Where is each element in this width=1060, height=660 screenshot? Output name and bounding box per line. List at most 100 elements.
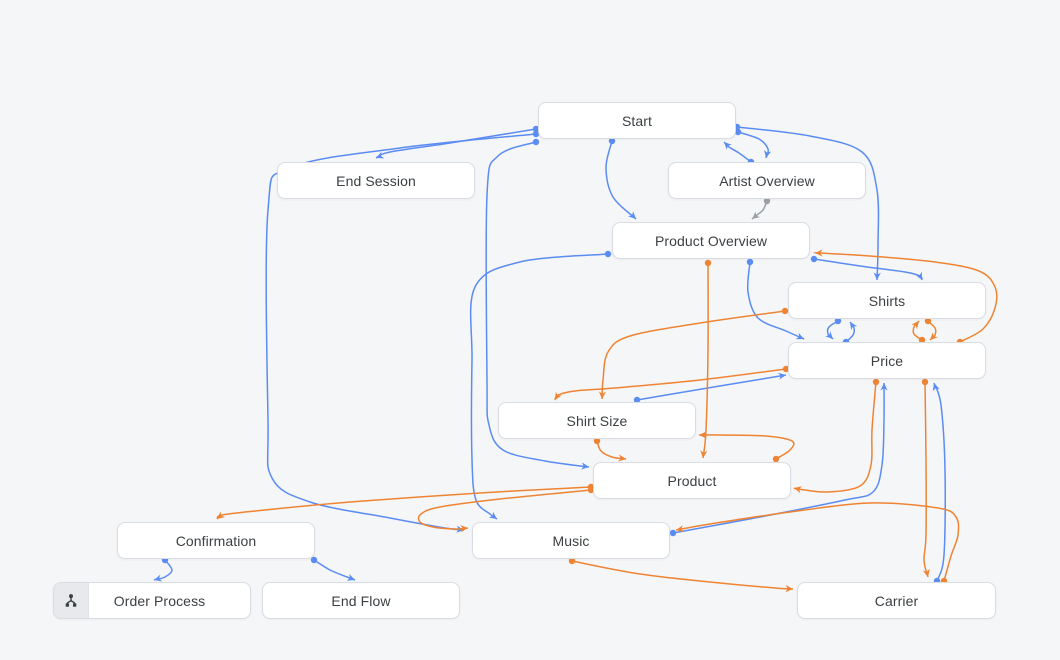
node-artist-overview[interactable]: Artist Overview	[668, 162, 866, 199]
edge-price-shirt-size	[554, 365, 790, 401]
edge-arrowhead	[700, 450, 708, 458]
edge-arrowhead	[794, 486, 803, 494]
edge-source-dot	[872, 378, 880, 386]
edge-source-dot	[763, 197, 771, 205]
edge-arrowhead	[815, 249, 823, 257]
node-label: Music	[552, 532, 590, 549]
edge-arrowhead	[699, 431, 707, 439]
edge-start-product-overview	[605, 137, 637, 220]
edge-price-product	[793, 378, 880, 494]
node-label: Shirts	[868, 292, 906, 309]
edge-arrowhead	[555, 391, 562, 400]
edge-source-dot	[568, 557, 576, 565]
node-carrier[interactable]: Carrier	[797, 582, 996, 619]
edge-source-dot	[593, 437, 601, 445]
edge-source-dot	[604, 250, 612, 258]
edge-arrowhead	[880, 383, 888, 391]
node-label: Carrier	[874, 592, 919, 609]
edge-arrowhead	[915, 271, 922, 280]
edge-source-dot	[633, 396, 641, 404]
node-shirts[interactable]: Shirts	[788, 282, 986, 319]
edge-start-product	[485, 138, 590, 470]
edge-arrowhead	[930, 332, 938, 340]
edge-source-dot	[669, 529, 677, 537]
edge-arrowhead	[911, 321, 919, 330]
edge-arrowhead	[724, 142, 732, 150]
node-label: Price	[870, 352, 904, 369]
edge-start-end-session	[375, 125, 540, 159]
node-product-overview[interactable]: Product Overview	[612, 222, 810, 259]
node-end-flow[interactable]: End Flow	[262, 582, 460, 619]
edge-arrowhead	[628, 211, 636, 219]
edge-arrowhead	[850, 322, 858, 331]
edge-source-dot	[532, 125, 540, 133]
edge-arrowhead	[752, 211, 761, 219]
edge-source-dot	[834, 317, 842, 325]
edge-source-dot	[782, 365, 790, 373]
edge-arrowhead	[154, 574, 163, 582]
edge-shirt-size-price	[633, 372, 787, 404]
node-label: End Flow	[331, 592, 391, 609]
node-label: Order Process	[113, 592, 206, 609]
edge-arrowhead	[922, 568, 930, 577]
edge-arrowhead	[764, 149, 772, 158]
node-label: Artist Overview	[719, 172, 815, 189]
edge-price-carrier	[921, 378, 930, 578]
node-label: Confirmation	[175, 532, 257, 549]
edge-music-price	[669, 382, 888, 537]
edge-arrowhead	[873, 272, 881, 280]
edge-product-overview-price	[746, 258, 805, 340]
node-label: Start	[621, 112, 653, 129]
node-order-process[interactable]: Order Process	[53, 582, 251, 619]
edge-source-dot	[924, 317, 932, 325]
edge-product-shirt-size	[698, 431, 795, 463]
node-product[interactable]: Product	[593, 462, 791, 499]
edge-arrowhead	[795, 332, 804, 340]
edge-music-carrier	[568, 557, 794, 593]
edge-price-shirts	[911, 320, 926, 344]
edge-source-dot	[921, 378, 929, 386]
edge-start-artist-overview	[734, 128, 772, 159]
node-confirmation[interactable]: Confirmation	[117, 522, 315, 559]
edge-shirt-size-product	[593, 437, 627, 462]
edge-arrowhead	[618, 454, 626, 462]
edge-arrowhead	[217, 511, 226, 519]
edge-shirts-price	[825, 317, 842, 340]
edge-product-overview-music	[469, 250, 612, 520]
edge-arrowhead	[825, 331, 833, 339]
edge-arrowhead	[376, 151, 385, 159]
edge-arrowhead	[598, 391, 606, 399]
node-label: Product Overview	[654, 232, 768, 249]
node-start[interactable]: Start	[538, 102, 736, 139]
node-music[interactable]: Music	[472, 522, 670, 559]
edge-source-dot	[704, 259, 712, 267]
edge-arrowhead	[488, 511, 497, 519]
edge-arrowhead	[932, 383, 940, 392]
edge-source-dot	[532, 130, 540, 138]
edge-confirmation-end-flow	[310, 556, 356, 581]
node-label: End Session	[336, 172, 416, 189]
edge-source-dot	[587, 486, 595, 494]
edge-arrowhead	[785, 585, 793, 593]
edge-shirts-price	[924, 317, 938, 341]
edge-arrowhead	[676, 525, 684, 533]
flow-icon	[54, 583, 89, 618]
edge-artist-overview-product-overview	[751, 197, 771, 220]
edge-arrowhead	[581, 462, 589, 470]
edge-product-music	[417, 486, 595, 533]
edge-shirts-shirt-size	[598, 307, 789, 400]
edge-source-dot	[608, 137, 616, 145]
node-label: Product	[667, 472, 717, 489]
edge-source-dot	[310, 556, 318, 564]
edge-source-dot	[746, 258, 754, 266]
edge-arrowhead	[778, 372, 786, 380]
edge-source-dot	[918, 336, 926, 344]
edge-arrowhead	[460, 525, 468, 533]
edge-product-overview-shirts	[810, 255, 923, 281]
edge-arrowhead	[346, 574, 355, 581]
node-price[interactable]: Price	[788, 342, 986, 379]
node-end-session[interactable]: End Session	[277, 162, 475, 199]
node-shirt-size[interactable]: Shirt Size	[498, 402, 696, 439]
